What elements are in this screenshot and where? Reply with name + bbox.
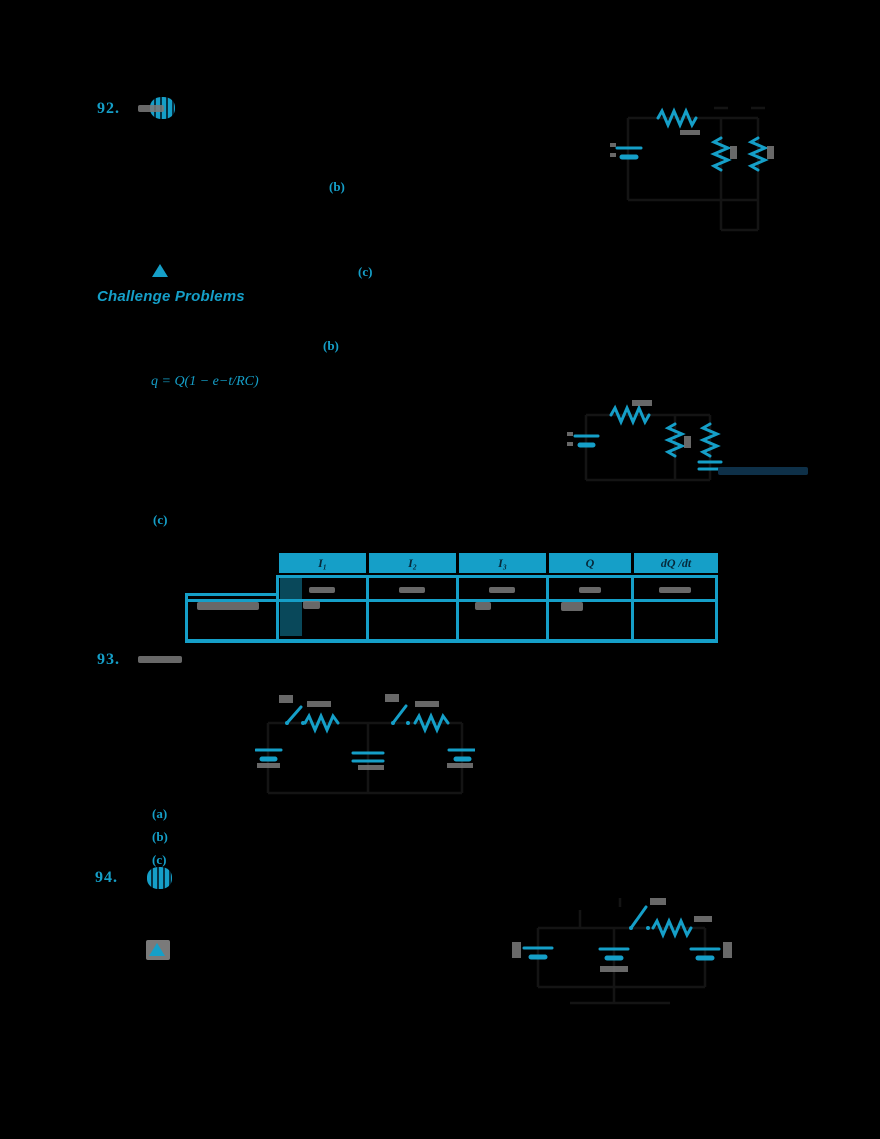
resistor-icon xyxy=(656,107,698,129)
resistor-icon xyxy=(609,404,651,426)
text-smudge xyxy=(659,587,691,593)
battery-icon xyxy=(255,748,283,762)
text-smudge xyxy=(489,587,515,593)
col-header-I1: I₁ xyxy=(279,553,366,573)
resistor-icon xyxy=(747,136,769,172)
text-smudge xyxy=(197,602,259,610)
battery-icon xyxy=(598,947,630,961)
label-smudges xyxy=(610,130,774,159)
grid-line xyxy=(631,575,634,643)
text-smudge xyxy=(309,587,335,593)
battery-icon xyxy=(573,434,600,448)
grid-line xyxy=(276,575,279,643)
charge-equation: q = Q(1 − e−t/RC) xyxy=(151,374,259,389)
grid-line xyxy=(185,593,188,643)
col-header-dQdt: dQ /dt xyxy=(634,553,718,573)
circuit-wires xyxy=(266,721,464,795)
text-smudge xyxy=(475,602,491,610)
part-label-b: (b) xyxy=(152,829,168,844)
text-smudge xyxy=(303,601,320,609)
problem-number-92: 92. xyxy=(97,100,120,117)
switch-icon xyxy=(629,905,650,930)
resistor-icon xyxy=(699,422,721,458)
text-smudge xyxy=(561,602,583,611)
capacitor-icon xyxy=(697,460,723,471)
circuit-figure-4 xyxy=(512,898,732,1005)
grid-line xyxy=(278,575,718,578)
part-label-b: (b) xyxy=(329,179,345,194)
resistor-icon xyxy=(651,917,693,939)
section-heading: Challenge Problems xyxy=(97,288,245,305)
battery-icon xyxy=(447,748,475,762)
label-smudges xyxy=(257,694,473,770)
currents-charge-table: I₁ I₂ I₃ Q dQ /dt xyxy=(185,551,720,646)
circuit-figure-3 xyxy=(255,694,475,795)
part-label-c: (c) xyxy=(152,852,167,867)
analysis-model-tutorial-icon xyxy=(147,867,172,889)
text-smudge xyxy=(579,587,601,593)
delta-marker xyxy=(152,264,168,277)
grid-line xyxy=(185,639,718,643)
col-header-Q: Q xyxy=(549,553,631,573)
delta-marker xyxy=(149,943,165,956)
circuit-wires xyxy=(626,106,765,232)
problem-number-94: 94. xyxy=(95,869,118,886)
label-smudges xyxy=(512,898,732,972)
text-smudge xyxy=(138,105,164,112)
resistor-icon xyxy=(664,422,686,458)
switch-icon xyxy=(391,704,410,725)
figure-caption-bar xyxy=(718,467,808,475)
grid-line xyxy=(546,575,549,643)
grid-line xyxy=(456,575,459,643)
label-smudges xyxy=(567,400,691,448)
circuit-figure-2 xyxy=(567,400,723,482)
battery-icon xyxy=(615,146,643,160)
text-smudge xyxy=(138,656,182,663)
circuit-wires xyxy=(584,413,712,482)
col-header-I3: I₃ xyxy=(459,553,546,573)
battery-icon xyxy=(522,946,554,960)
resistor-icon xyxy=(413,712,450,734)
grid-line xyxy=(185,593,277,596)
problem-number-93: 93. xyxy=(97,651,120,668)
grid-line xyxy=(715,575,718,643)
text-smudge xyxy=(399,587,425,593)
resistor-icon xyxy=(303,712,340,734)
resistor-icon xyxy=(710,136,732,172)
part-label-a: (a) xyxy=(152,806,168,821)
circuit-figure-1 xyxy=(610,106,774,232)
capacitor-icon xyxy=(351,751,385,763)
col-header-I2: I₂ xyxy=(369,553,456,573)
part-label-c: (c) xyxy=(358,264,373,279)
shaded-column xyxy=(280,577,302,636)
part-label-b: (b) xyxy=(323,338,339,353)
grid-line xyxy=(185,599,718,602)
battery-icon xyxy=(689,947,721,961)
part-label-c: (c) xyxy=(153,512,168,527)
grid-line xyxy=(366,575,369,643)
